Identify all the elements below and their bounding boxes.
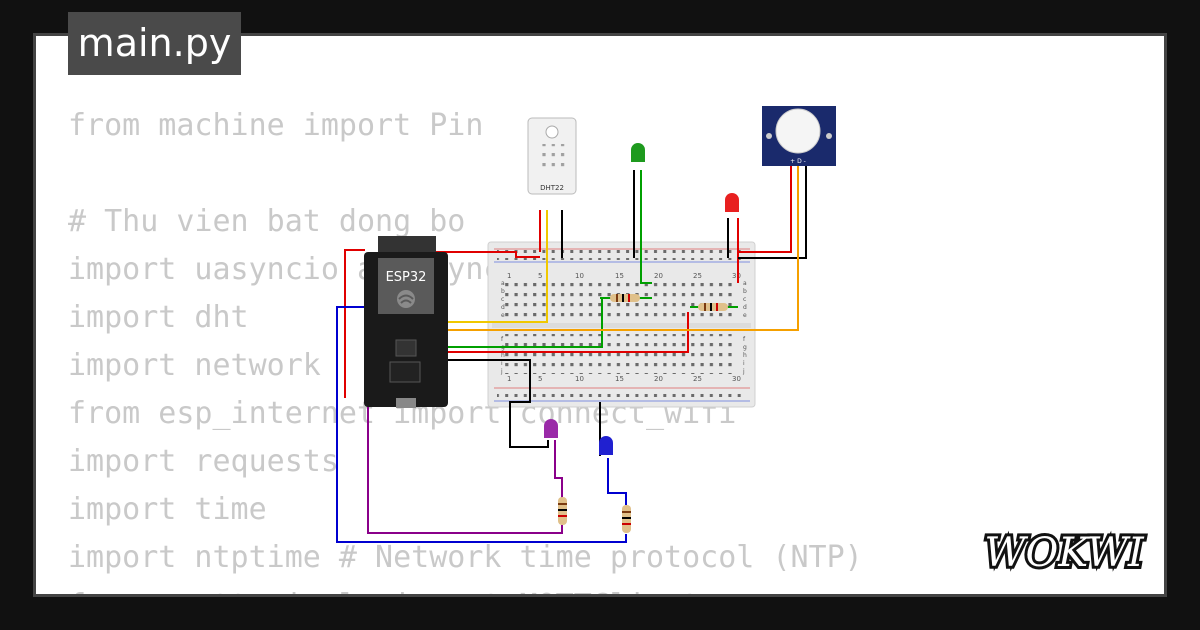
wire-red-rail: [344, 249, 365, 398]
wire-pir-gnd: [738, 165, 807, 259]
col-number: 10: [575, 375, 584, 383]
row-letter: c: [501, 296, 504, 303]
file-tab[interactable]: main.py: [68, 12, 241, 75]
led-icon[interactable]: [631, 143, 645, 162]
col-number: 20: [654, 375, 663, 383]
col-number: 15: [615, 272, 624, 280]
wire-blue-led: [607, 458, 627, 505]
col-number: 1: [507, 272, 511, 280]
wokwi-logo: WOKWI: [981, 527, 1147, 576]
row-letter: f: [743, 336, 746, 343]
row-letter: e: [501, 312, 505, 319]
espressif-logo-icon: [397, 290, 415, 308]
row-letter: a: [743, 280, 747, 287]
row-letter: b: [743, 288, 747, 295]
wire-purple: [367, 398, 563, 534]
pir-pin-labels: + D -: [790, 158, 806, 165]
wire-yellow-dht: [440, 210, 548, 323]
led-icon[interactable]: [599, 436, 613, 455]
wire-pir-out: [440, 165, 799, 331]
row-letter: a: [501, 280, 505, 287]
breadboard-row-letters: a b c d e a b c d e f g h i j f g h i j: [500, 280, 747, 375]
row-letter: i: [743, 360, 745, 367]
wire-green-led: [640, 170, 652, 284]
col-number: 5: [538, 272, 542, 280]
row-letter: j: [742, 368, 745, 375]
breadboard-column-numbers-bottom: 1 5 10 15 20 25 30: [507, 375, 741, 383]
wire-green-board: [440, 298, 603, 348]
row-letter: d: [501, 304, 505, 311]
sensor-label: DHT22: [540, 184, 564, 192]
wire-purple-led: [554, 440, 563, 498]
resistor-icon[interactable]: [698, 303, 728, 311]
col-number: 30: [732, 375, 741, 383]
row-letter: h: [501, 352, 505, 359]
col-number: 30: [732, 272, 741, 280]
col-number: 10: [575, 272, 584, 280]
pir-sensor[interactable]: + D -: [762, 106, 836, 166]
wires: [336, 165, 807, 543]
col-number: 1: [507, 375, 511, 383]
row-letter: h: [743, 352, 747, 359]
wire-red-board: [440, 312, 689, 353]
row-letter: d: [743, 304, 747, 311]
resistor-icon[interactable]: [610, 294, 640, 302]
row-letter: e: [743, 312, 747, 319]
row-letter: f: [501, 336, 504, 343]
wire-pir-vcc: [738, 165, 792, 253]
row-letter: g: [743, 344, 747, 351]
led-icon[interactable]: [725, 193, 739, 212]
col-number: 25: [693, 272, 702, 280]
usb-port-icon: [396, 398, 416, 408]
row-letter: c: [743, 296, 746, 303]
led-icon[interactable]: [544, 419, 558, 438]
resistor-icon[interactable]: [622, 505, 631, 533]
col-number: 25: [693, 375, 702, 383]
col-number: 15: [615, 375, 624, 383]
code-preview: from machine import Pin # Thu vien bat d…: [68, 108, 863, 594]
esp32-board[interactable]: ESP32: [364, 236, 448, 408]
resistor-icon[interactable]: [558, 497, 567, 525]
wire-blue: [336, 306, 627, 543]
board-label: ESP32: [386, 270, 427, 285]
breadboard: [487, 241, 756, 408]
row-letter: j: [500, 368, 503, 375]
wire-red-power: [436, 251, 540, 258]
dht22-sensor[interactable]: DHT22: [527, 117, 577, 195]
wire-black-purple-led: [440, 359, 549, 448]
row-letter: b: [501, 288, 505, 295]
breadboard-column-numbers-top: 1 5 10 15 20 25 30: [507, 272, 741, 280]
col-number: 5: [538, 375, 542, 383]
col-number: 20: [654, 272, 663, 280]
row-letter: i: [501, 360, 503, 367]
brand-name: WOKWI: [984, 530, 1144, 576]
